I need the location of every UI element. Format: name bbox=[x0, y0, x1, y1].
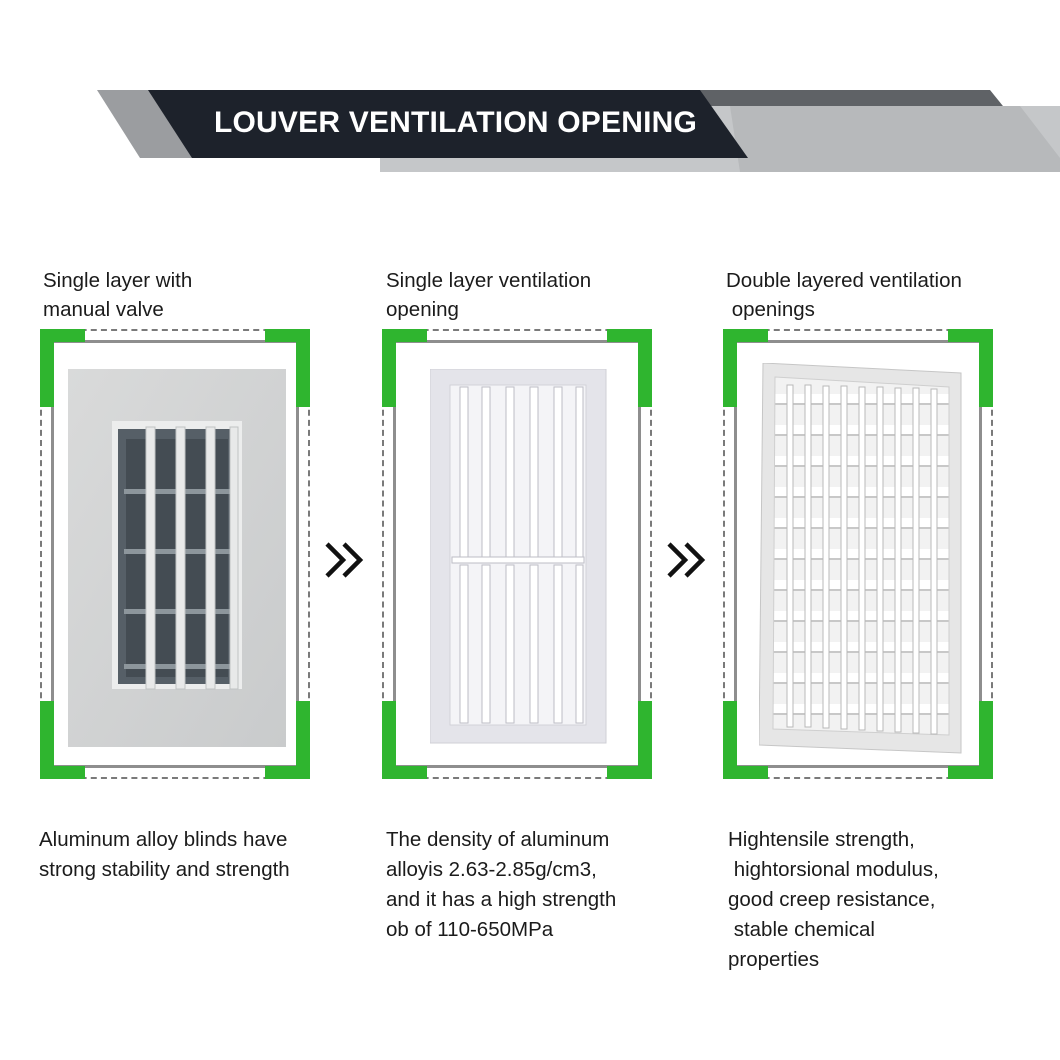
corner-marker bbox=[382, 329, 427, 342]
corner-marker bbox=[638, 329, 652, 407]
desc-line: Aluminum alloy blinds have bbox=[39, 828, 288, 851]
desc-line: ob of 110-650MPa bbox=[386, 918, 554, 941]
header-banner: LOUVER VENTILATION OPENING bbox=[0, 0, 1060, 200]
corner-marker bbox=[382, 329, 396, 407]
label-line: openings bbox=[726, 298, 815, 321]
corner-marker bbox=[723, 329, 737, 407]
corner-marker bbox=[296, 701, 310, 779]
double-louver-image bbox=[759, 363, 962, 754]
label-line: Single layer with bbox=[43, 269, 193, 292]
label-line: manual valve bbox=[43, 298, 164, 321]
double-chevron-right-icon bbox=[325, 542, 364, 578]
corner-marker bbox=[40, 701, 54, 779]
single-louver-image bbox=[430, 369, 607, 744]
louver-valve-image bbox=[68, 369, 286, 747]
product-desc-1: Aluminum alloy blinds have strong stabil… bbox=[39, 825, 290, 885]
desc-line: The density of aluminum bbox=[386, 828, 610, 851]
corner-marker bbox=[607, 329, 652, 342]
corner-marker bbox=[265, 329, 310, 342]
product-label-2: Single layer ventilation opening bbox=[386, 266, 591, 324]
corner-marker bbox=[382, 701, 396, 779]
desc-line: stable chemical bbox=[728, 918, 875, 941]
double-chevron-right-icon bbox=[667, 542, 706, 578]
corner-marker bbox=[382, 766, 427, 779]
desc-line: hightorsional modulus, bbox=[728, 858, 939, 881]
product-frame-1 bbox=[40, 329, 310, 779]
page-title: LOUVER VENTILATION OPENING bbox=[214, 106, 698, 139]
product-desc-2: The density of aluminum alloyis 2.63-2.8… bbox=[386, 825, 616, 945]
corner-marker bbox=[265, 766, 310, 779]
label-line: opening bbox=[386, 298, 459, 321]
corner-marker bbox=[40, 766, 85, 779]
label-line: Double layered ventilation bbox=[726, 269, 962, 292]
product-frame-2 bbox=[382, 329, 652, 779]
desc-line: alloyis 2.63-2.85g/cm3, bbox=[386, 858, 597, 881]
product-frame-3 bbox=[723, 329, 993, 779]
desc-line: properties bbox=[728, 948, 820, 971]
corner-marker bbox=[979, 329, 993, 407]
corner-marker bbox=[948, 766, 993, 779]
desc-line: Hightensile strength, bbox=[728, 828, 915, 851]
corner-marker bbox=[723, 701, 737, 779]
product-label-1: Single layer with manual valve bbox=[43, 266, 192, 324]
desc-line: good creep resistance, bbox=[728, 888, 936, 911]
product-desc-3: Hightensile strength, hightorsional modu… bbox=[728, 825, 939, 975]
corner-marker bbox=[723, 766, 768, 779]
corner-marker bbox=[40, 329, 54, 407]
corner-marker bbox=[638, 701, 652, 779]
corner-marker bbox=[723, 329, 768, 342]
desc-line: and it has a high strength bbox=[386, 888, 617, 911]
corner-marker bbox=[296, 329, 310, 407]
corner-marker bbox=[607, 766, 652, 779]
label-line: Single layer ventilation bbox=[386, 269, 592, 292]
banner-shapes bbox=[97, 90, 1060, 172]
product-label-3: Double layered ventilation openings bbox=[726, 266, 962, 324]
corner-marker bbox=[979, 701, 993, 779]
desc-line: strong stability and strength bbox=[39, 858, 290, 881]
corner-marker bbox=[948, 329, 993, 342]
corner-marker bbox=[40, 329, 85, 342]
